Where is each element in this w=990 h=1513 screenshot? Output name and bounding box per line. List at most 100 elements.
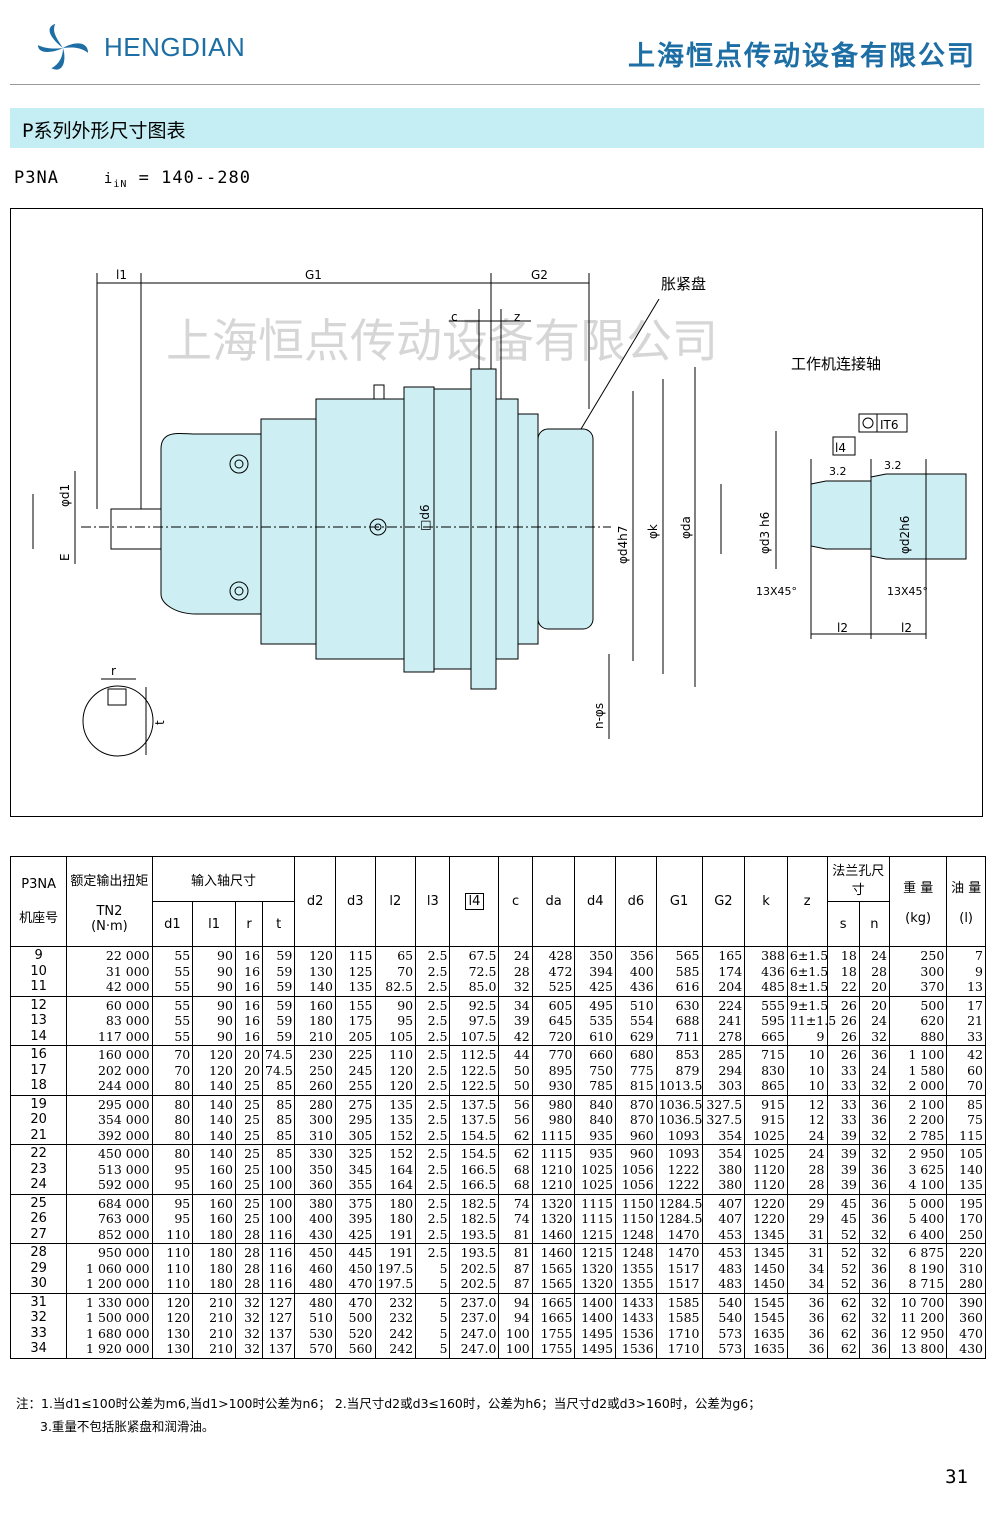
note-line-1: 注：1.当d1≤100时公差为m6,当d1>100时公差为n6； 2.当尺寸d2… — [16, 1396, 761, 1411]
watermark: 上海恒点传动设备有限公司 — [166, 314, 718, 368]
cell-n: 36 24 32 — [858, 1045, 891, 1096]
cell-d2: 160 180 210 — [294, 995, 336, 1046]
cell-size: 19 20 21 — [9, 1094, 68, 1145]
cell-d1: 110 110 110 — [151, 1243, 194, 1294]
cell-oil: 7 9 13 — [946, 946, 986, 997]
col-l1: l1 — [192, 901, 236, 947]
cell-torque: 450 000 513 000 592 000 — [66, 1144, 153, 1195]
cell-d2: 120 130 140 — [294, 946, 336, 997]
model-code: P3NA — [14, 168, 59, 188]
cell-d4: 935 1025 1025 — [574, 1144, 617, 1195]
col-input-shaft: 输入轴尺寸 — [151, 856, 296, 902]
col-l4-label: l4 — [464, 893, 485, 910]
cell-c: 81 87 87 — [498, 1243, 533, 1294]
dim-l4: l4 — [835, 441, 846, 455]
model-subtitle: P3NA iiN = 140--280 — [14, 168, 251, 190]
cell-size: 16 17 18 — [9, 1045, 68, 1096]
driven-shaft-label: 工作机连接轴 — [791, 355, 881, 373]
col-weight-unit: (kg) — [905, 911, 932, 926]
dim-r: r — [111, 664, 116, 678]
cell-l2: 90 95 105 — [374, 995, 417, 1046]
cell-d1: 80 95 95 — [151, 1144, 194, 1195]
col-G1: G1 — [655, 856, 703, 947]
dim-E: E — [58, 553, 72, 561]
cell-d6: 1433 1433 1536 1536 — [615, 1292, 657, 1359]
cell-d2: 280 300 310 — [294, 1094, 336, 1145]
cell-size: 9 10 11 — [9, 946, 68, 997]
cell-k: 715 830 865 — [744, 1045, 788, 1096]
brand-name: HENGDIAN — [104, 32, 246, 62]
cell-da: 1460 1565 1565 — [531, 1243, 576, 1294]
cell-s: 26 26 26 — [826, 995, 860, 1046]
col-l4: l4 — [449, 856, 500, 947]
cell-weight: 2 950 3 625 4 100 — [888, 1144, 948, 1195]
cell-l2: 110 120 120 — [374, 1045, 417, 1096]
ratio-symbol: iiN — [103, 171, 128, 190]
cell-r: 28 28 28 — [234, 1243, 264, 1294]
cell-size: 25 26 27 — [9, 1193, 68, 1244]
cell-G2: 165 174 204 — [701, 946, 746, 997]
cell-l2: 65 70 82.5 — [374, 946, 417, 997]
cell-d1: 55 55 55 — [151, 946, 194, 997]
cell-d4: 1115 1115 1215 — [574, 1193, 617, 1244]
section-title-band: P系列外形尺寸图表 — [10, 108, 984, 148]
dim-da: φda — [679, 516, 693, 539]
shrink-disc-label: 胀紧盘 — [661, 275, 706, 293]
company-name: 上海恒点传动设备有限公司 — [628, 41, 976, 72]
col-c: c — [498, 856, 533, 947]
dim-d4: φd4h7 — [616, 526, 630, 564]
gearbox-body — [110, 368, 594, 690]
cell-l3: 5 5 5 5 — [415, 1292, 451, 1359]
right-dimensions — [608, 367, 696, 739]
cell-d2: 450 460 480 — [294, 1243, 336, 1294]
cell-l2: 191 197.5 197.5 — [374, 1243, 417, 1294]
cell-l1: 140 140 140 — [192, 1094, 236, 1145]
col-k: k — [744, 856, 788, 947]
col-oil-top: 油 量 — [951, 881, 982, 896]
cell-z: 36 36 36 36 — [786, 1292, 828, 1359]
cell-d1: 80 80 80 — [151, 1094, 194, 1145]
dim-d3: φd3 h6 — [758, 512, 772, 554]
cell-l1: 180 180 180 — [192, 1243, 236, 1294]
cell-da: 1665 1665 1755 1755 — [531, 1292, 576, 1359]
col-d2: d2 — [294, 856, 336, 947]
cell-k: 915 915 1025 — [744, 1094, 788, 1145]
cell-G2: 354 380 380 — [701, 1144, 746, 1195]
cell-d1: 70 70 80 — [151, 1045, 194, 1096]
footnotes: 注：1.当d1≤100时公差为m6,当d1>100时公差为n6； 2.当尺寸d2… — [16, 1392, 761, 1438]
cell-size: 22 23 24 — [9, 1144, 68, 1195]
cell-l3: 2.5 2.5 2.5 — [415, 995, 451, 1046]
cell-c: 74 74 81 — [498, 1193, 533, 1244]
cell-d4: 495 535 610 — [574, 995, 617, 1046]
cell-weight: 2 100 2 200 2 785 — [888, 1094, 948, 1145]
cell-z: 24 28 28 — [786, 1144, 828, 1195]
cell-l4: 182.5 182.5 193.5 — [449, 1193, 500, 1244]
cell-d6: 356 400 436 — [615, 946, 657, 997]
dim-k: φk — [646, 524, 660, 539]
cell-l3: 2.5 2.5 2.5 — [415, 1094, 451, 1145]
cell-l4: 154.5 166.5 166.5 — [449, 1144, 500, 1195]
cell-da: 980 980 1115 — [531, 1094, 576, 1145]
cell-oil: 195 170 250 — [946, 1193, 986, 1244]
cell-n: 24 28 20 — [858, 946, 891, 997]
cell-l4: 112.5 122.5 122.5 — [449, 1045, 500, 1096]
cell-oil: 220 310 280 — [946, 1243, 986, 1294]
cell-d6: 1248 1355 1355 — [615, 1243, 657, 1294]
cell-d6: 1150 1150 1248 — [615, 1193, 657, 1244]
col-l3: l3 — [415, 856, 451, 947]
note-line-2: 3.重量不包括胀紧盘和润滑油。 — [40, 1419, 215, 1434]
cell-l3: 2.5 2.5 2.5 — [415, 1045, 451, 1096]
left-side-marks — [32, 471, 722, 564]
cell-l3: 2.5 2.5 2.5 — [415, 1144, 451, 1195]
col-t: t — [262, 901, 296, 947]
cell-s: 26 33 33 — [826, 1045, 860, 1096]
cell-weight: 1 100 1 580 2 000 — [888, 1045, 948, 1096]
cell-d3: 275 295 305 — [334, 1094, 376, 1145]
